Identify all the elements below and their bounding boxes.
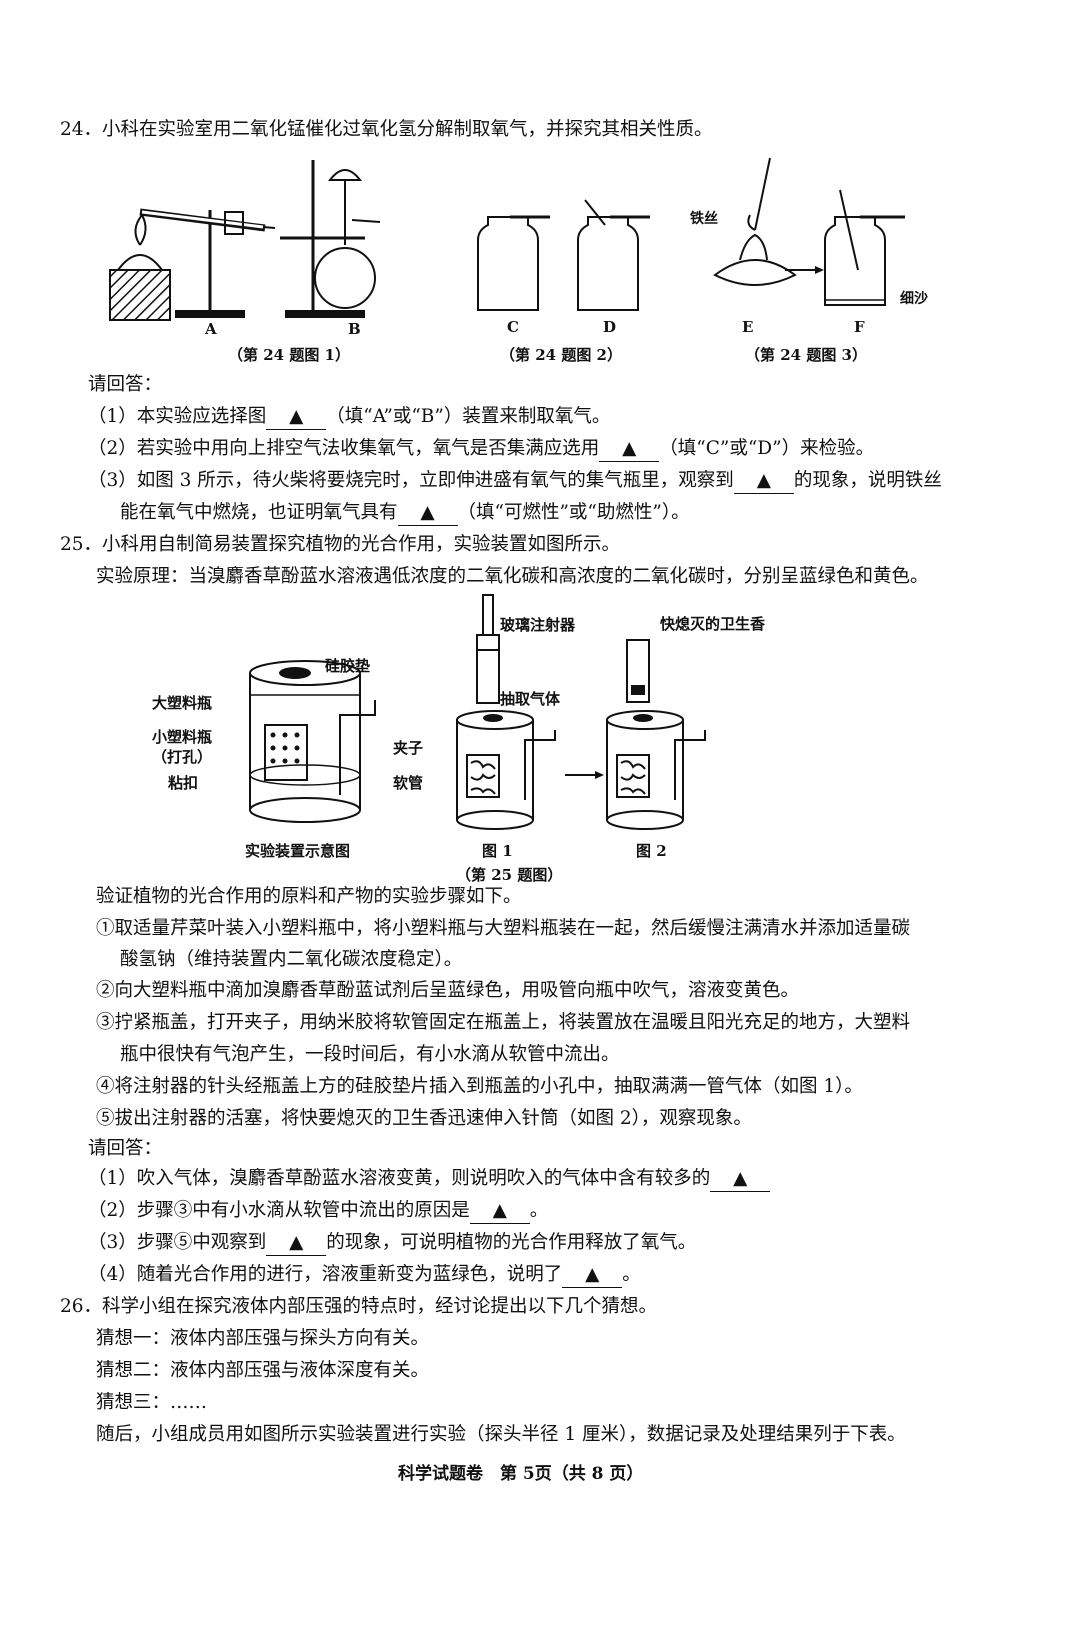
caption-fig-24-2: （第 24 题图 2）: [500, 346, 622, 364]
q26-guess2: 猜想二：液体内部压强与液体深度有关。: [96, 1360, 430, 1381]
answer-blank: ▲: [562, 1263, 623, 1288]
arrow-icon: [565, 771, 604, 779]
label-diagram: 实验装置示意图: [245, 842, 351, 860]
q24-prompt: 请回答：: [88, 374, 163, 395]
q24-figure-2: [477, 199, 650, 311]
answer-blank: ▲: [733, 469, 794, 494]
label-c: C: [507, 318, 519, 336]
caption-fig-25: （第 25 题图）: [456, 866, 563, 884]
q25-step3-cont: 瓶中很快有气泡产生，一段时间后，有小水滴从软管中流出。: [120, 1044, 620, 1065]
label-small-bottle: 小塑料瓶: [152, 728, 213, 746]
answer-blank: ▲: [710, 1167, 771, 1192]
q25-sub4: （4）随着光合作用的进行，溶液重新变为蓝绿色，说明了▲。: [88, 1263, 641, 1288]
label-velcro: 粘扣: [168, 774, 199, 792]
q26-guess1: 猜想一：液体内部压强与探头方向有关。: [96, 1328, 430, 1349]
q24-sub1: （1）本实验应选择图▲（填“A”或“B”）装置来制取氧气。: [88, 405, 610, 430]
label-fine-sand: 细沙: [900, 291, 928, 307]
label-a: A: [205, 320, 217, 338]
label-draw-gas: 抽取气体: [500, 690, 561, 708]
q24-sub2: （2）若实验中用向上排空气法收集氧气，氧气是否集满应选用▲（填“C”或“D”）来…: [88, 437, 874, 462]
q25-step2: ②向大塑料瓶中滴加溴麝香草酚蓝试剂后呈蓝绿色，用吸管向瓶中吹气，溶液变黄色。: [96, 980, 800, 1001]
q25-sub1: （1）吹入气体，溴麝香草酚蓝水溶液变黄，则说明吹入的气体中含有较多的▲: [88, 1167, 771, 1192]
q24-sub3: （3）如图 3 所示，待火柴将要烧完时，立即伸进盛有氧气的集气瓶里，观察到▲的现…: [88, 469, 942, 494]
q24-stem: 24．小科在实验室用二氧化锰催化过氧化氢分解制取氧气，并探究其相关性质。: [60, 119, 713, 140]
label-incense: 快熄灭的卫生香: [660, 615, 766, 633]
q25-figure-1: [456, 594, 556, 830]
q25-prompt: 请回答：: [88, 1138, 163, 1159]
q25-sub3: （3）步骤⑤中观察到▲的现象，可说明植物的光合作用释放了氧气。: [88, 1231, 696, 1256]
q24-figure-1: [109, 160, 381, 321]
label-f: F: [854, 318, 865, 336]
q25-figure-2: [606, 639, 706, 830]
answer-blank: ▲: [469, 1199, 530, 1224]
q24-figure-3: [713, 157, 905, 306]
q25-steps-intro: 验证植物的光合作用的原料和产物的实验步骤如下。: [96, 886, 522, 907]
label-hose: 软管: [393, 774, 424, 792]
label-big-bottle: 大塑料瓶: [152, 694, 213, 712]
q26-stem: 26．科学小组在探究液体内部压强的特点时，经讨论提出以下几个猜想。: [60, 1296, 658, 1317]
label-e: E: [742, 318, 754, 336]
q25-step1-cont: 酸氢钠（维持装置内二氧化碳浓度稳定）。: [120, 949, 463, 970]
label-iron-wire: 铁丝: [690, 211, 718, 227]
q25-step5: ⑤拔出注射器的活塞，将快要熄灭的卫生香迅速伸入针筒（如图 2），观察现象。: [96, 1108, 752, 1129]
label-clip: 夹子: [393, 739, 424, 757]
answer-blank: ▲: [266, 405, 327, 430]
caption-fig-24-1: （第 24 题图 1）: [228, 346, 350, 364]
label-silicone-pad: 硅胶垫: [325, 657, 371, 675]
label-fig1: 图 1: [482, 842, 513, 860]
q25-step3: ③拧紧瓶盖，打开夹子，用纳米胶将软管固定在瓶盖上，将装置放在温暖且阳光充足的地方…: [96, 1012, 911, 1033]
q24-sub3-cont: 能在氧气中燃烧，也证明氧气具有▲（填“可燃性”或“助燃性”）。: [120, 501, 690, 526]
label-punched: （打孔）: [152, 748, 213, 766]
q25-step4: ④将注射器的针头经瓶盖上方的硅胶垫片插入到瓶盖的小孔中，抽取满满一管气体（如图 …: [96, 1076, 863, 1097]
q25-apparatus-diagram: [249, 660, 376, 823]
caption-fig-24-3: （第 24 题图 3）: [745, 346, 867, 364]
answer-blank: ▲: [397, 501, 458, 526]
label-b: B: [348, 320, 361, 338]
label-syringe: 玻璃注射器: [500, 616, 576, 634]
label-d: D: [603, 318, 617, 336]
q26-guess3: 猜想三：……: [96, 1392, 208, 1413]
answer-blank: ▲: [266, 1231, 327, 1256]
q25-step1: ①取适量芹菜叶装入小塑料瓶中，将小塑料瓶与大塑料瓶装在一起，然后缓慢注满清水并添…: [96, 918, 911, 939]
q25-sub2: （2）步骤③中有小水滴从软管中流出的原因是▲。: [88, 1199, 548, 1224]
q25-principle: 实验原理：当溴麝香草酚蓝水溶液遇低浓度的二氧化碳和高浓度的二氧化碳时，分别呈蓝绿…: [96, 566, 929, 587]
q25-stem: 25．小科用自制简易装置探究植物的光合作用，实验装置如图所示。: [60, 534, 621, 555]
label-fig2: 图 2: [636, 842, 667, 860]
page-footer: 科学试题卷 第 5页（共 8 页）: [398, 1464, 644, 1484]
q26-followup: 随后，小组成员用如图所示实验装置进行实验（探头半径 1 厘米），数据记录及处理结…: [96, 1424, 906, 1445]
answer-blank: ▲: [599, 437, 660, 462]
